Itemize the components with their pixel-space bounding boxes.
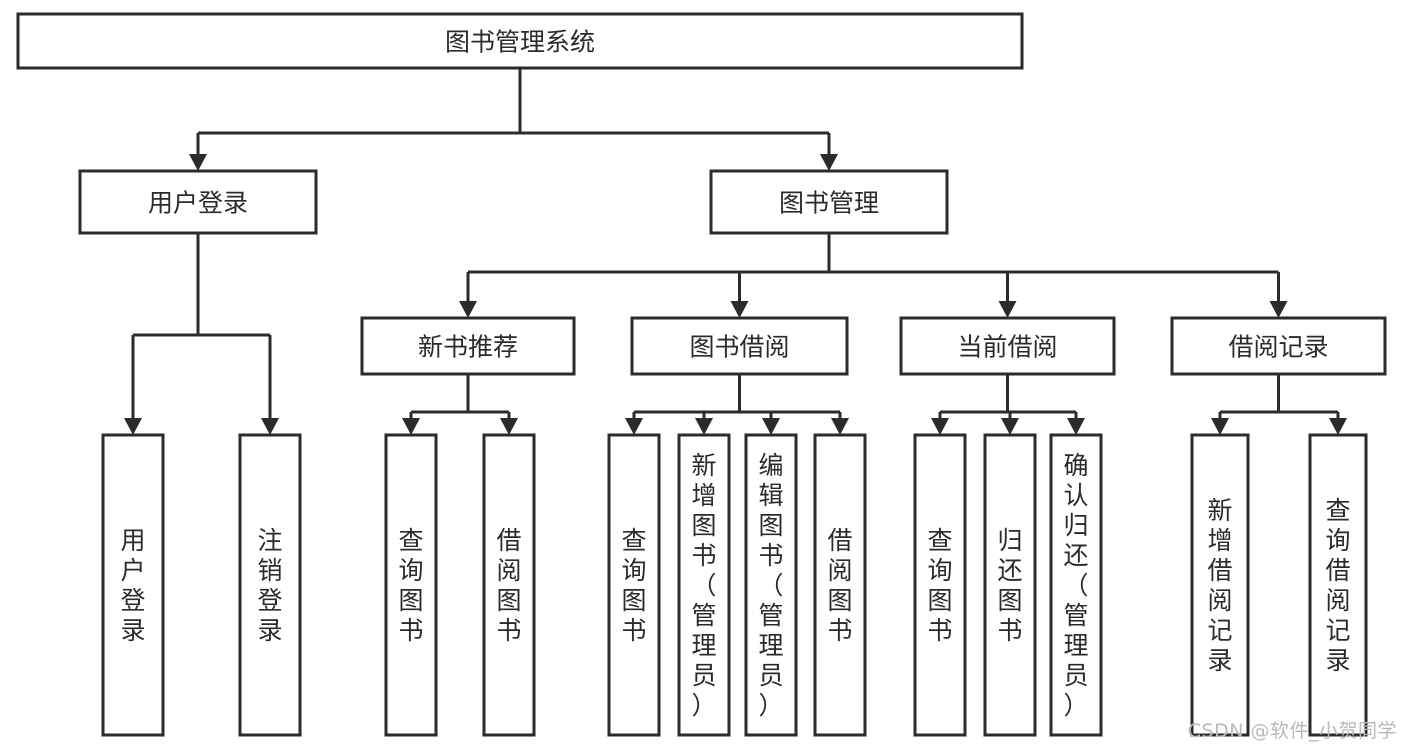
arrow-head-icon [931,418,949,435]
node-leaf-query-book-3[interactable]: 查询图书 [913,433,967,737]
node-leaf-borrow-book-2-label: 借阅图书 [827,526,852,645]
node-leaf-user-login-box[interactable] [101,433,165,737]
node-book-borrow-box[interactable] [630,316,849,376]
node-leaf-edit-book-label: 编辑图书（管理员） [758,451,783,720]
node-leaf-confirm-return-box[interactable] [1049,433,1103,737]
connectors-layer [124,68,1347,435]
node-leaf-return-book[interactable]: 归还图书 [983,433,1037,737]
arrow-head-icon [1211,418,1229,435]
arrow-head-icon [998,301,1017,318]
nodes-layer: 图书管理系统用户登录图书管理新书推荐图书借阅当前借阅借阅记录用户登录注销登录查询… [16,12,1387,737]
node-leaf-query-book-2-box[interactable] [607,433,661,737]
arrow-head-icon [402,418,420,435]
node-user-login-box[interactable] [78,169,318,235]
node-leaf-user-login[interactable]: 用户登录 [101,433,165,737]
node-current-borrow-box[interactable] [899,316,1116,376]
node-leaf-borrow-book-2[interactable]: 借阅图书 [813,433,867,737]
node-leaf-user-logout[interactable]: 注销登录 [238,433,302,737]
csdn-watermark: CSDN @软件_小贺同学 [1187,720,1397,742]
node-leaf-edit-book-box[interactable] [744,433,798,737]
arrow-head-icon [500,418,518,435]
node-leaf-edit-book[interactable]: 编辑图书（管理员） [744,433,798,737]
node-book-manage-label: 图书管理 [779,189,879,218]
arrow-head-icon [762,418,780,435]
node-current-borrow[interactable]: 当前借阅 [899,316,1116,376]
node-user-login-label: 用户登录 [148,189,248,218]
node-leaf-query-book-3-label: 查询图书 [927,526,952,645]
node-leaf-borrow-book-1[interactable]: 借阅图书 [482,433,536,737]
arrow-head-icon [625,418,643,435]
arrow-head-icon [459,301,477,318]
node-leaf-user-logout-box[interactable] [238,433,302,737]
arrow-head-icon [820,154,838,171]
node-leaf-query-record[interactable]: 查询借阅记录 [1308,433,1368,737]
node-book-manage-box[interactable] [709,169,949,235]
arrow-head-icon [189,154,207,171]
node-leaf-borrow-book-2-box[interactable] [813,433,867,737]
node-leaf-return-book-box[interactable] [983,433,1037,737]
node-leaf-query-book-1-box[interactable] [384,433,438,737]
node-leaf-confirm-return-label: 确认归还（管理员） [1063,451,1088,720]
node-book-manage[interactable]: 图书管理 [709,169,949,235]
node-leaf-add-book-label: 新增图书（管理员） [691,451,716,720]
node-leaf-borrow-book-1-label: 借阅图书 [496,526,521,645]
node-new-book-recommend[interactable]: 新书推荐 [360,316,576,376]
node-new-book-recommend-label: 新书推荐 [418,333,518,362]
node-leaf-query-book-2-label: 查询图书 [621,526,646,645]
node-root-system-box[interactable] [16,12,1024,70]
node-current-borrow-label: 当前借阅 [957,333,1057,362]
arrow-head-icon [261,418,279,435]
node-leaf-add-record-label: 新增借阅记录 [1207,496,1232,675]
node-leaf-add-record[interactable]: 新增借阅记录 [1190,433,1250,737]
node-book-borrow-label: 图书借阅 [689,333,789,362]
node-leaf-user-login-label: 用户登录 [120,526,145,645]
node-leaf-query-book-1-label: 查询图书 [398,526,423,645]
node-borrow-record-label: 借阅记录 [1228,333,1328,362]
arrow-head-icon [1269,301,1288,318]
arrow-head-icon [1001,418,1019,435]
arrow-head-icon [730,301,749,318]
arrow-head-icon [1329,418,1347,435]
node-user-login[interactable]: 用户登录 [78,169,318,235]
node-new-book-recommend-box[interactable] [360,316,576,376]
node-borrow-record-box[interactable] [1170,316,1387,376]
node-leaf-query-book-1[interactable]: 查询图书 [384,433,438,737]
node-leaf-return-book-label: 归还图书 [997,526,1022,645]
node-leaf-add-record-box[interactable] [1190,433,1250,737]
node-root-system[interactable]: 图书管理系统 [16,12,1024,70]
node-leaf-user-logout-label: 注销登录 [257,526,282,645]
node-leaf-confirm-return[interactable]: 确认归还（管理员） [1049,433,1103,737]
node-leaf-add-book-box[interactable] [677,433,731,737]
node-leaf-query-book-2[interactable]: 查询图书 [607,433,661,737]
node-leaf-query-record-label: 查询借阅记录 [1325,496,1350,675]
node-leaf-query-record-box[interactable] [1308,433,1368,737]
arrow-head-icon [124,418,142,435]
arrow-head-icon [831,418,849,435]
node-book-borrow[interactable]: 图书借阅 [630,316,849,376]
node-leaf-add-book[interactable]: 新增图书（管理员） [677,433,731,737]
node-leaf-borrow-book-1-box[interactable] [482,433,536,737]
arrow-head-icon [695,418,713,435]
node-leaf-query-book-3-box[interactable] [913,433,967,737]
node-borrow-record[interactable]: 借阅记录 [1170,316,1387,376]
node-root-system-label: 图书管理系统 [445,28,595,57]
arrow-head-icon [1067,418,1085,435]
